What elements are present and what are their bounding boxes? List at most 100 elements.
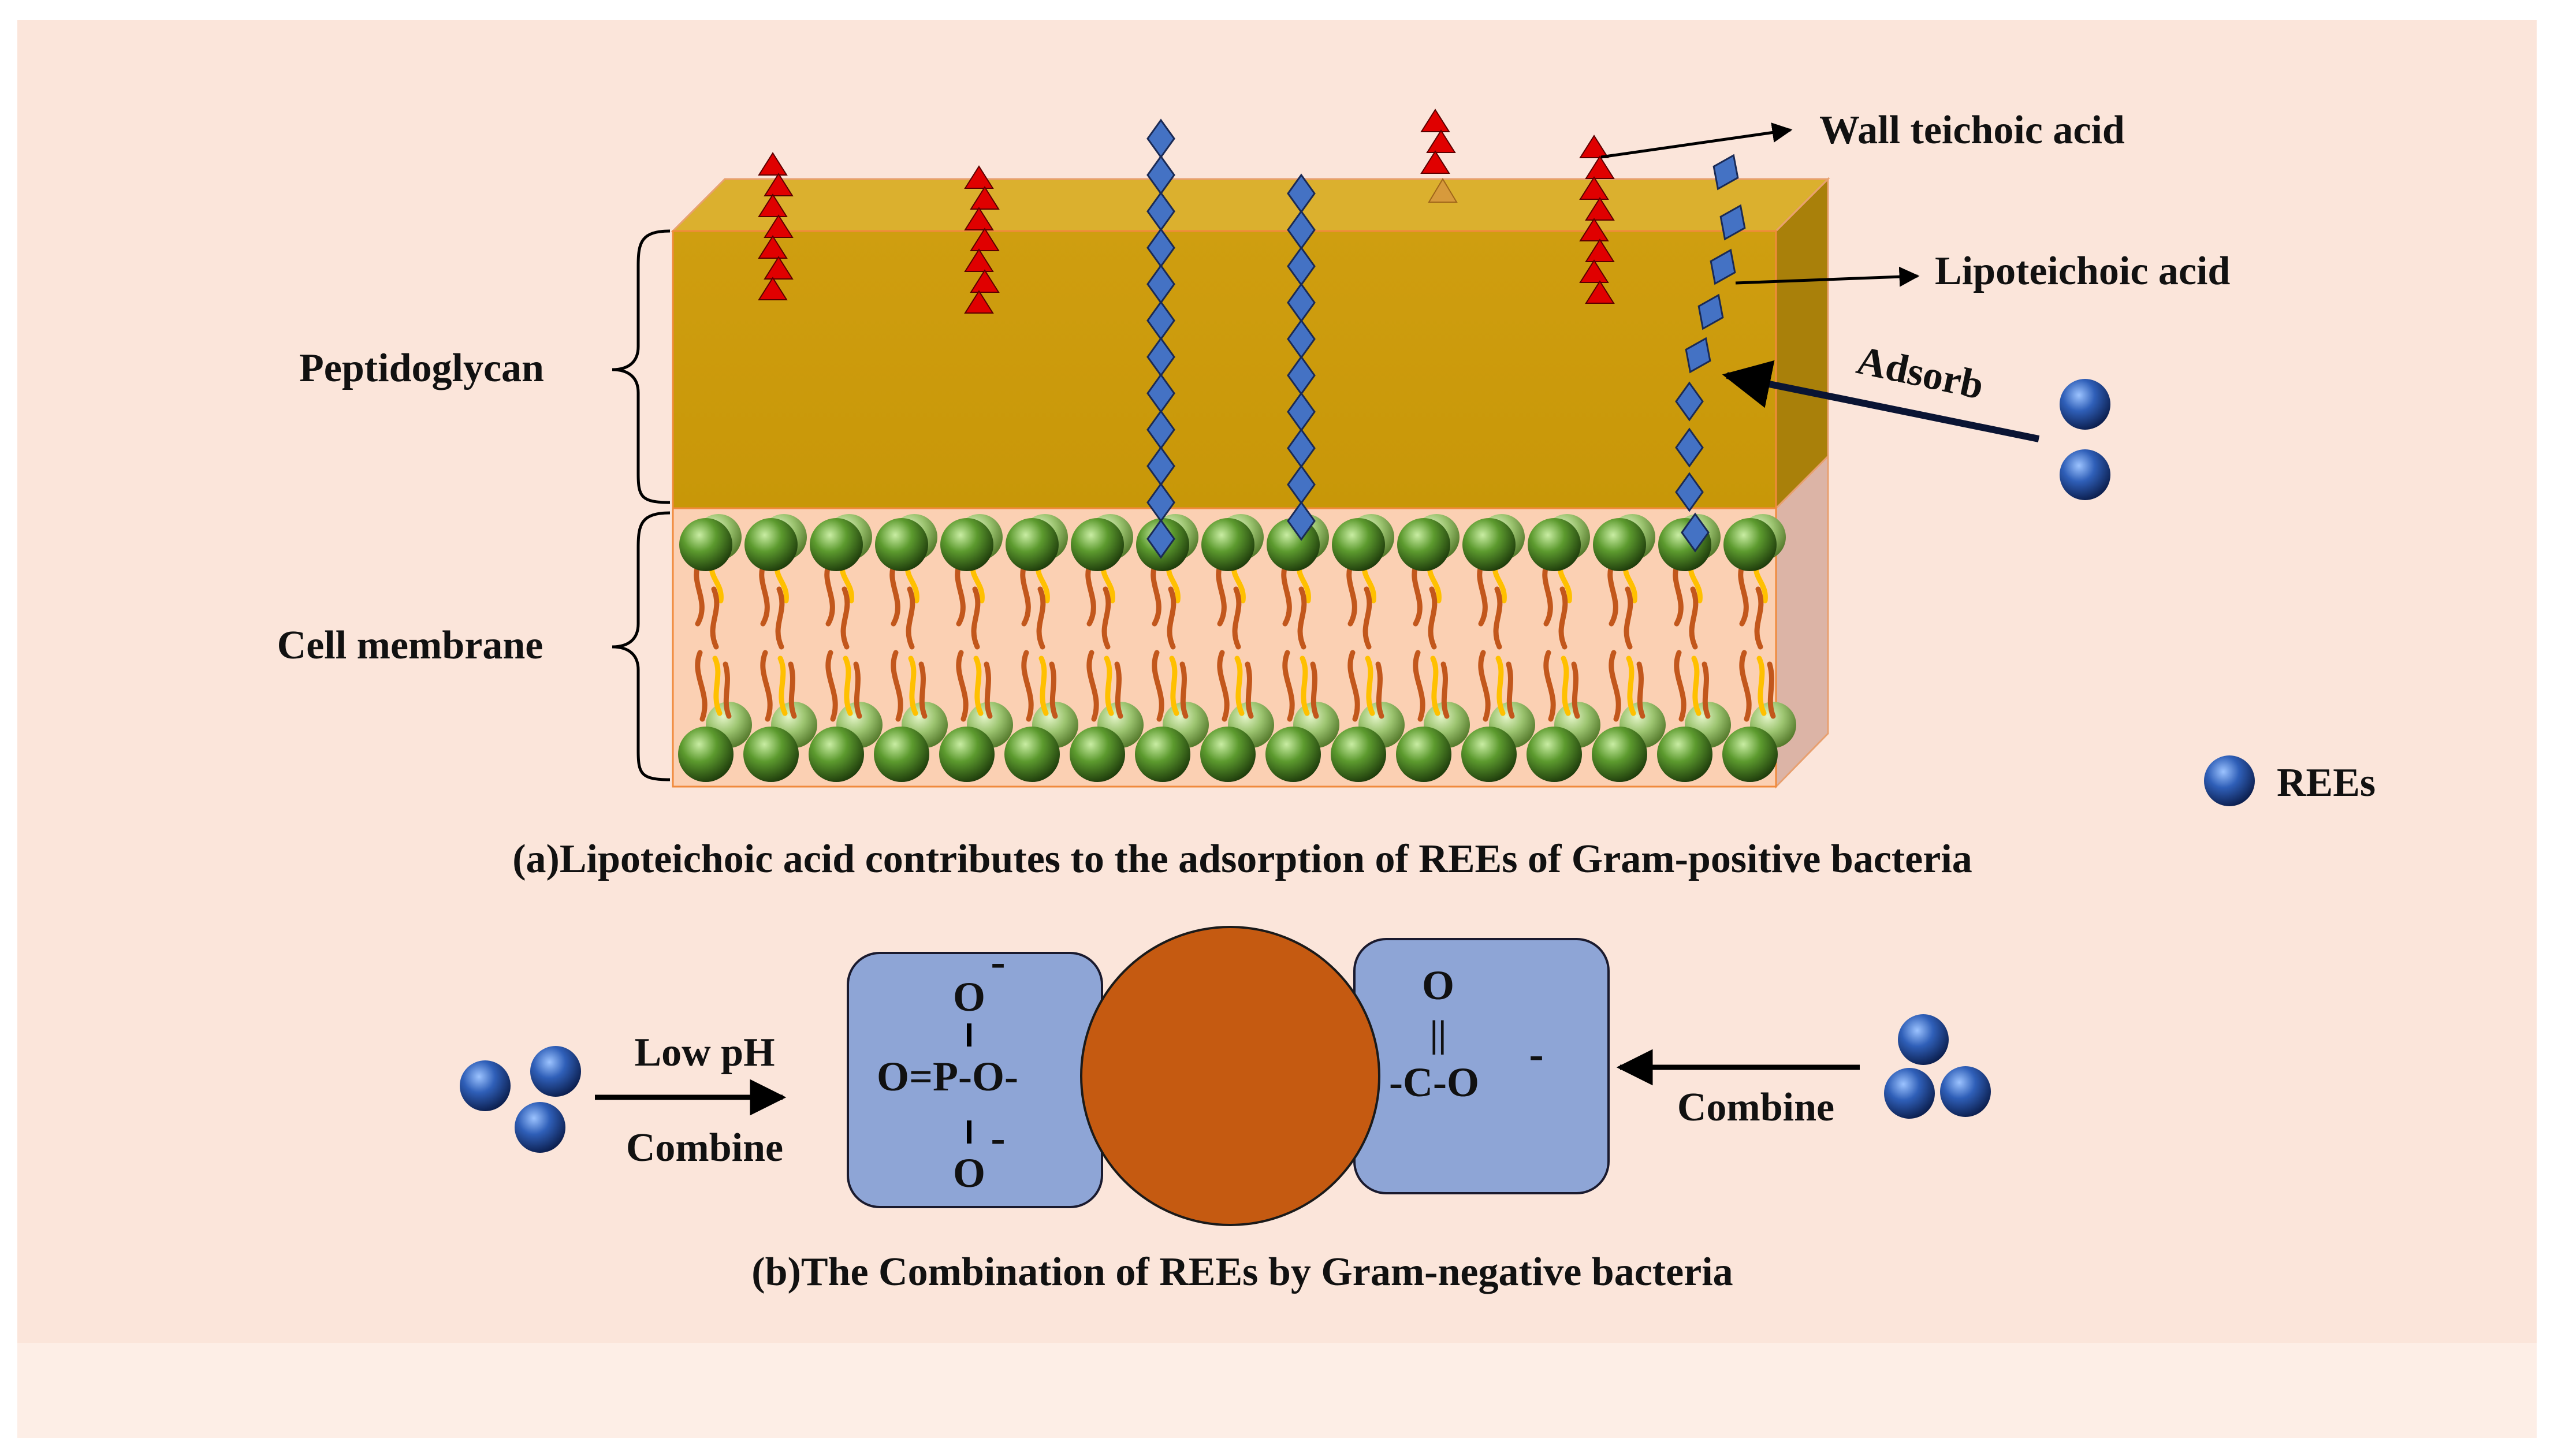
peptidoglycan-side-face (1775, 177, 1829, 511)
lipid-tail (1036, 586, 1046, 650)
lipid-head (940, 518, 993, 571)
lipid-head (1723, 518, 1777, 571)
peptidoglycan-front (672, 230, 1777, 509)
lipid-tail (694, 560, 705, 627)
lipid-tail (788, 661, 797, 719)
carboxyl-top-oxygen: O (1422, 962, 1454, 1008)
lipid-head (1004, 727, 1060, 782)
lipid-tail (1038, 656, 1049, 716)
lipid-tail (759, 560, 770, 627)
cell-membrane-label: Cell membrane (277, 623, 543, 668)
lipid-head (1200, 727, 1256, 782)
left-combine-label: Combine (626, 1126, 783, 1170)
wall-teichoic-acid-unit (1428, 178, 1458, 203)
phosphate-bottom-oxygen: O (953, 1150, 985, 1196)
lipid-tail (695, 650, 708, 722)
lipid-tail (1151, 560, 1161, 627)
right-combine-label: Combine (1677, 1085, 1834, 1130)
wall-teichoic-acid-unit (1579, 218, 1609, 241)
lipid-tail (1428, 586, 1438, 650)
lipid-head (1527, 727, 1582, 782)
lipid-tail (1493, 586, 1503, 650)
ree-ball-icon (1940, 1066, 1991, 1117)
lipid-tail (1689, 586, 1699, 650)
lipid-tail (1542, 560, 1553, 627)
lipid-head (810, 518, 863, 571)
ree-balls-right (1884, 1014, 1991, 1119)
lipid-tail (971, 586, 981, 650)
lipid-tail (1624, 586, 1633, 650)
wall-teichoic-acid-label: Wall teichoic acid (1819, 108, 2125, 152)
carboxyl-group: O || -C-O - (1389, 962, 1544, 1105)
lipoteichoic-acid-chains (1146, 118, 1746, 559)
lipid-tail (1021, 650, 1034, 722)
wall-teichoic-acid-unit (758, 193, 788, 217)
lipid-tail (1478, 650, 1491, 722)
wall-teichoic-acid-unit (964, 248, 994, 272)
wall-teichoic-acid-unit (1420, 150, 1450, 174)
lipoteichoic-acid-unit (1719, 204, 1746, 241)
lipid-tail (1281, 560, 1292, 627)
ree-ball-icon (530, 1046, 581, 1097)
wall-teichoic-acid-unit (758, 235, 788, 259)
lipoteichoic-acid-unit (1675, 381, 1704, 422)
lipoteichoic-acid-unit (1146, 519, 1175, 559)
lipid-tail (1626, 656, 1636, 716)
lipid-tail (1216, 560, 1227, 627)
lipid-tail (1738, 560, 1749, 627)
phosphate-bottom-charge: - (991, 1114, 1005, 1162)
wall-teichoic-acid-unit (964, 165, 994, 189)
lipoteichoic-acid-unit (1681, 512, 1710, 553)
lipid-tail (906, 586, 915, 650)
wall-teichoic-acid-unit (1579, 259, 1609, 283)
lipid-head (1071, 518, 1124, 571)
lipid-tail (843, 656, 853, 716)
lipid-tail (1179, 661, 1189, 719)
lipid-tail (1101, 586, 1111, 650)
lipid-tail (955, 560, 966, 627)
phosphate-main-line: O=P-O- (877, 1053, 1018, 1100)
lipid-tail (1558, 586, 1568, 650)
lipid-tail (1169, 656, 1179, 716)
lipid-tail (1739, 650, 1752, 722)
wall-teichoic-acid-unit (1585, 239, 1615, 262)
lipoteichoic-acid-unit (1710, 248, 1736, 285)
lipid-tail (1674, 650, 1686, 722)
lipid-tail (1365, 656, 1375, 716)
ree-ball-icon (460, 1060, 511, 1111)
lipid-head (1396, 727, 1451, 782)
lipid-tail (891, 650, 903, 722)
lipid-tail (1085, 560, 1096, 627)
lipoteichoic-acid-pointer (1735, 266, 1920, 287)
wall-teichoic-acid-chains (758, 109, 1615, 314)
lipid-tail (1167, 586, 1177, 650)
lipid-tail (723, 661, 732, 719)
lipid-head (1135, 727, 1190, 782)
lipoteichoic-acid-unit (1712, 154, 1739, 191)
lipid-tail (777, 656, 788, 716)
phosphate-top-oxygen: O (953, 974, 985, 1020)
lipoteichoic-acid-unit (1287, 501, 1316, 541)
lipid-tail (1506, 661, 1515, 719)
lipid-head (1331, 727, 1386, 782)
lipid-tail (1543, 650, 1556, 722)
ree-ball-icon (2060, 379, 2110, 430)
lipid-head (1006, 518, 1059, 571)
lipid-tail (1297, 586, 1307, 650)
ree-ball-icon (2060, 449, 2110, 500)
lipid-tail (1347, 650, 1360, 722)
lipid-tail (1020, 560, 1031, 627)
lipid-head (1657, 727, 1712, 782)
wall-teichoic-acid-unit (970, 269, 1000, 293)
cell-membrane-brace (612, 511, 671, 781)
lipid-head (743, 727, 799, 782)
lipid-tail (840, 586, 850, 650)
lipid-tail (1300, 656, 1310, 716)
lipid-head (1462, 518, 1516, 571)
lipid-tail (918, 661, 928, 719)
bacterial-cell-circle (1080, 926, 1380, 1226)
lipid-tail (775, 586, 785, 650)
lipid-head (809, 727, 864, 782)
phosphate-group: O - O=P-O- O - (877, 937, 1018, 1196)
